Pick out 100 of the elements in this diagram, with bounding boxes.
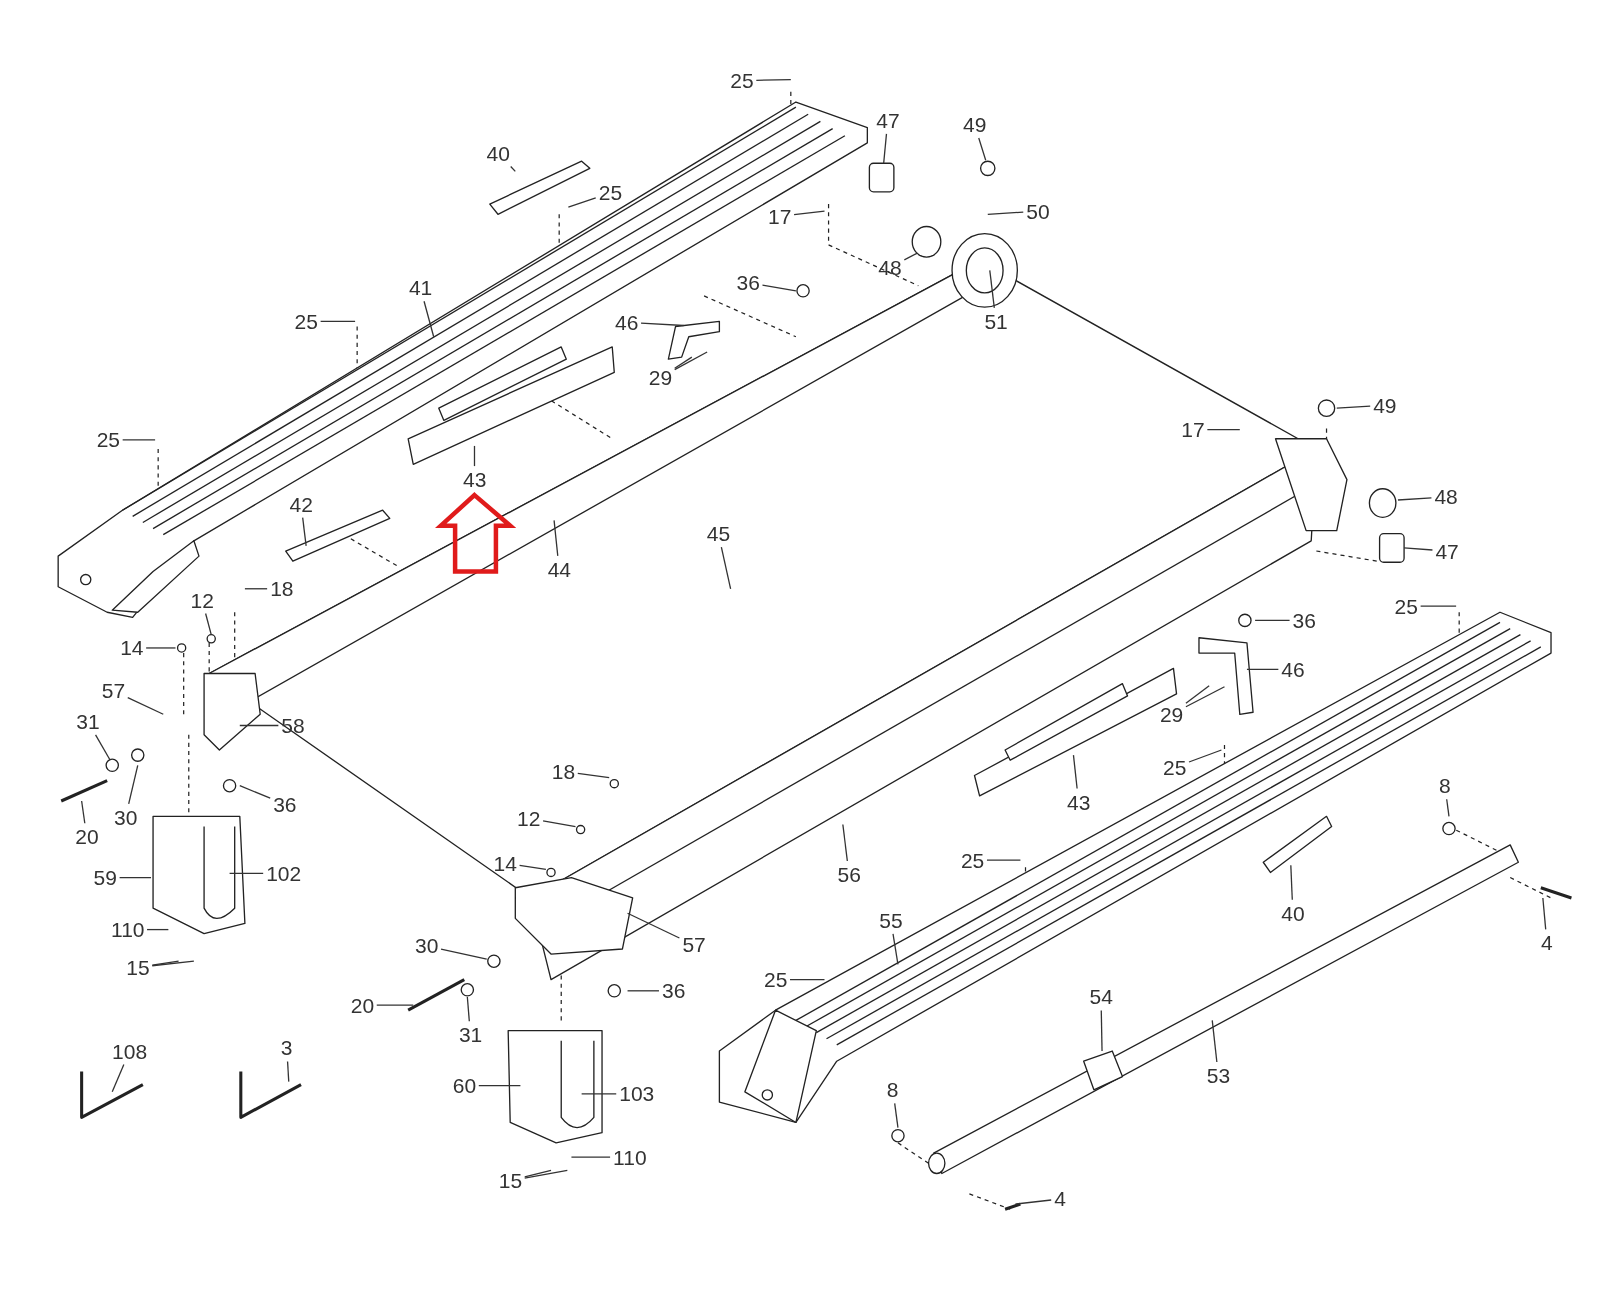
leader-line xyxy=(1206,428,1241,431)
leader-line xyxy=(151,960,195,967)
callout-number: 58 xyxy=(280,714,306,737)
leader-line xyxy=(518,864,547,871)
callout-number: 30 xyxy=(414,934,440,958)
callout-number: 47 xyxy=(1434,539,1460,563)
leader-line xyxy=(577,772,610,779)
leader-line xyxy=(244,588,268,590)
callout-number: 36 xyxy=(272,792,298,816)
callout-number: 31 xyxy=(457,1023,484,1047)
leader-line xyxy=(903,252,918,261)
callout-number: 25 xyxy=(729,69,755,93)
callout-number: 110 xyxy=(110,918,146,942)
callout-number: 46 xyxy=(614,310,640,334)
callout-number: 4 xyxy=(1053,1187,1067,1211)
leader-line xyxy=(1185,686,1226,708)
callout-number: 29 xyxy=(647,366,674,390)
callout-number: 43 xyxy=(1066,790,1092,814)
leader-line xyxy=(570,1156,611,1158)
leader-line xyxy=(1100,1009,1103,1052)
callout-number: 25 xyxy=(95,428,121,452)
callout-number: 43 xyxy=(462,468,488,492)
callout-number: 20 xyxy=(74,825,100,849)
leader-line xyxy=(239,724,279,727)
callout-number: 8 xyxy=(1437,774,1452,798)
leader-line xyxy=(640,322,685,327)
leader-line xyxy=(80,800,86,824)
callout-number: 25 xyxy=(293,309,319,333)
callout-number: 25 xyxy=(763,968,789,992)
leader-line xyxy=(1397,497,1433,501)
leader-line xyxy=(553,519,559,557)
callout-number: 48 xyxy=(877,255,903,279)
callout-number: 45 xyxy=(705,522,732,546)
leader-line xyxy=(478,1085,522,1087)
leader-line xyxy=(674,356,693,369)
callout-number: 25 xyxy=(597,181,624,205)
leader-line xyxy=(1211,1019,1218,1063)
callout-number: 14 xyxy=(119,636,145,660)
leader-line xyxy=(755,78,792,81)
leader-line xyxy=(122,439,156,441)
leader-line xyxy=(204,612,212,636)
callout-number: 41 xyxy=(407,276,434,300)
leader-line xyxy=(1254,619,1291,622)
leader-line xyxy=(145,647,177,649)
leader-line xyxy=(146,928,169,931)
callout-number: 50 xyxy=(1025,199,1051,223)
callout-number: 36 xyxy=(1291,608,1317,632)
leader-line xyxy=(466,996,470,1022)
callout-number: 12 xyxy=(189,588,215,612)
leader-line xyxy=(1336,405,1371,409)
callout-number: 46 xyxy=(1280,657,1306,681)
callout-number: 57 xyxy=(681,933,707,957)
leader-line xyxy=(473,445,476,467)
callout-number: 25 xyxy=(959,848,986,872)
callout-number: 49 xyxy=(962,113,988,136)
callout-number: 14 xyxy=(492,851,518,875)
leader-line xyxy=(892,933,899,965)
callout-number: 48 xyxy=(1433,485,1459,509)
leader-line xyxy=(118,876,152,879)
callout-number: 29 xyxy=(1158,702,1185,726)
leader-line xyxy=(987,211,1024,215)
leader-line xyxy=(524,1169,552,1178)
callout-number: 40 xyxy=(485,141,511,165)
callout-number: 55 xyxy=(878,908,904,932)
leader-line xyxy=(423,300,435,338)
callout-number: 44 xyxy=(546,557,573,581)
callout-number: 59 xyxy=(92,866,118,890)
leader-line xyxy=(376,1004,414,1006)
leader-line xyxy=(883,133,888,164)
leader-line xyxy=(581,1093,617,1095)
block-arrow xyxy=(435,492,517,574)
callout-number: 3 xyxy=(279,1036,294,1060)
leader-line xyxy=(1072,754,1078,790)
leader-line xyxy=(789,978,826,981)
leader-line xyxy=(626,912,681,939)
callout-number: 8 xyxy=(885,1078,900,1102)
leader-line xyxy=(761,284,797,292)
leader-line xyxy=(286,1060,290,1083)
callout-number: 15 xyxy=(497,1169,524,1193)
leader-line xyxy=(1290,864,1293,901)
leader-line xyxy=(319,320,356,323)
callout-number: 18 xyxy=(550,759,577,783)
callout-number: 15 xyxy=(125,955,151,979)
leader-line xyxy=(1419,605,1457,607)
leader-line xyxy=(542,820,577,828)
callout-number: 54 xyxy=(1088,985,1114,1009)
callout-number: 25 xyxy=(1393,594,1419,618)
leader-line xyxy=(1188,749,1223,763)
leader-line xyxy=(127,696,164,715)
callout-number: 56 xyxy=(836,863,862,886)
callout-number: 53 xyxy=(1205,1064,1232,1087)
callout-number: 102 xyxy=(265,861,303,885)
callout-number: 57 xyxy=(100,679,127,703)
leader-line xyxy=(986,859,1022,861)
leader-line xyxy=(239,785,271,799)
leader-line xyxy=(1446,798,1450,817)
leader-line xyxy=(302,516,307,547)
leader-line xyxy=(894,1102,899,1129)
callout-number: 47 xyxy=(875,108,901,132)
callout-number: 17 xyxy=(1180,418,1206,442)
